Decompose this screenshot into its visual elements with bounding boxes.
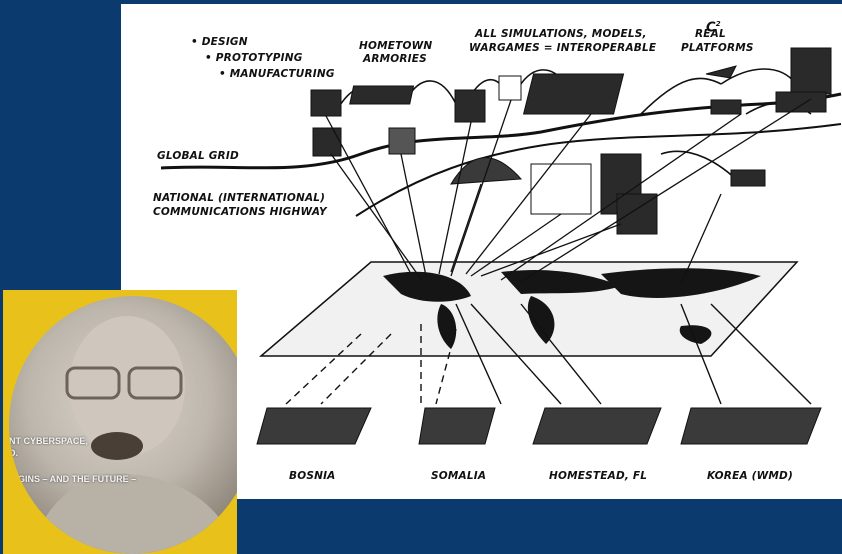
portrait-photo: NT CYBERSPACE, D. RIGINS – AND THE FUTUR… — [3, 290, 237, 554]
label-armories: ARMORIES — [363, 53, 427, 65]
location-somalia: SOMALIA — [431, 470, 486, 482]
label-communications-highway: COMMUNICATIONS HIGHWAY — [153, 206, 327, 218]
location-bosnia: BOSNIA — [289, 470, 336, 482]
location-homestead: HOMESTEAD, FL — [549, 470, 647, 482]
caption-line-1: NT CYBERSPACE, — [9, 436, 88, 446]
caption-line-2: D. — [9, 448, 18, 458]
location-tiles — [257, 408, 821, 444]
label-national-international: NATIONAL (INTERNATIONAL) — [153, 192, 325, 204]
label-all-simulations: ALL SIMULATIONS, MODELS, — [475, 28, 647, 40]
label-manufacturing: • MANUFACTURING — [219, 68, 335, 80]
caption-line-3: RIGINS – AND THE FUTURE – — [9, 474, 136, 484]
communications-highway-line — [356, 124, 841, 216]
label-hometown: HOMETOWN — [359, 40, 432, 52]
portrait-disc: NT CYBERSPACE, D. RIGINS – AND THE FUTUR… — [9, 296, 237, 554]
label-prototyping: • PROTOTYPING — [205, 52, 303, 64]
label-design: • DESIGN — [191, 36, 248, 48]
label-platforms: PLATFORMS — [681, 42, 754, 54]
label-global-grid: GLOBAL GRID — [157, 150, 239, 162]
location-korea: KOREA (WMD) — [707, 470, 793, 482]
label-wargames: WARGAMES = INTEROPERABLE — [469, 42, 656, 54]
portrait-figure — [9, 296, 237, 554]
label-real: REAL — [695, 28, 726, 40]
